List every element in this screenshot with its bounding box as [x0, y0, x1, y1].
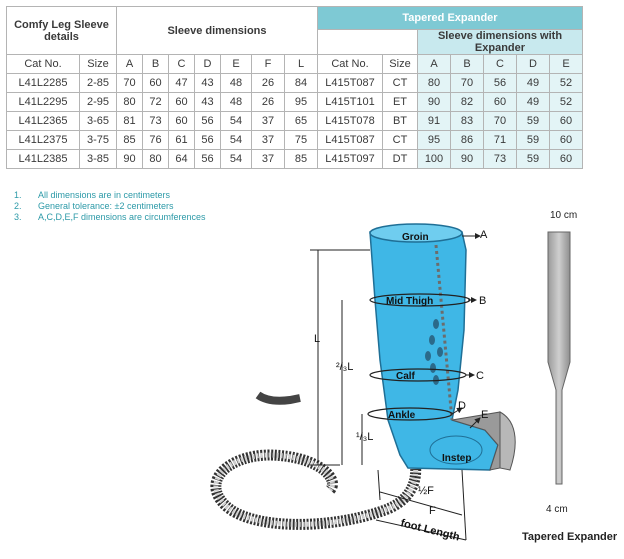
footnotes: 1.All dimensions are in centimeters 2.Ge… [14, 190, 206, 223]
footnote: 1.All dimensions are in centimeters [14, 190, 171, 200]
label-calf: Calf [396, 371, 416, 382]
label-a: A [480, 229, 488, 241]
label-e: E [481, 409, 488, 421]
label-half-f: ½F [418, 485, 434, 497]
leg-sleeve [367, 223, 516, 471]
measure-lines [310, 233, 481, 541]
footnote: 3.A,C,D,E,F dimensions are circumference… [14, 212, 206, 222]
sleeve-dimensions-header: Sleeve dimensions [116, 6, 318, 55]
sleeve-spec-table: Comfy Leg Sleeve details Sleeve dimensio… [6, 6, 583, 169]
blank-header-cell [317, 29, 418, 55]
label-d: D [458, 400, 466, 412]
label-foot-length: foot Length [399, 517, 461, 543]
footnote: 2.General tolerance: ±2 centimeters [14, 201, 174, 211]
label-b: B [479, 295, 486, 307]
label-groin: Groin [402, 232, 429, 243]
label-l: L [314, 333, 320, 345]
tapered-expander [547, 231, 571, 485]
label-c: C [476, 370, 484, 382]
expander-title: Tapered Expander [522, 531, 618, 543]
expander-bottom-width: 4 cm [546, 504, 568, 515]
label-ankle: Ankle [388, 410, 416, 421]
label-two-thirds-l: ²/₃L [336, 361, 353, 373]
details-header: Comfy Leg Sleeve details [6, 6, 117, 55]
label-mid-thigh: Mid Thigh [386, 296, 433, 307]
with-expander-header: Sleeve dimensions with Expander [417, 29, 583, 55]
column-header: Cat No. [317, 54, 383, 74]
label-f: F [429, 505, 436, 517]
column-header: A [417, 54, 451, 74]
label-instep: Instep [442, 453, 471, 464]
column-header: E [549, 54, 583, 74]
column-header: C [483, 54, 517, 74]
label-one-third-l: ¹/₃L [356, 431, 373, 443]
expander-top-width: 10 cm [550, 210, 577, 221]
tapered-expander-header: Tapered Expander [317, 6, 583, 30]
air-hose [210, 391, 422, 530]
